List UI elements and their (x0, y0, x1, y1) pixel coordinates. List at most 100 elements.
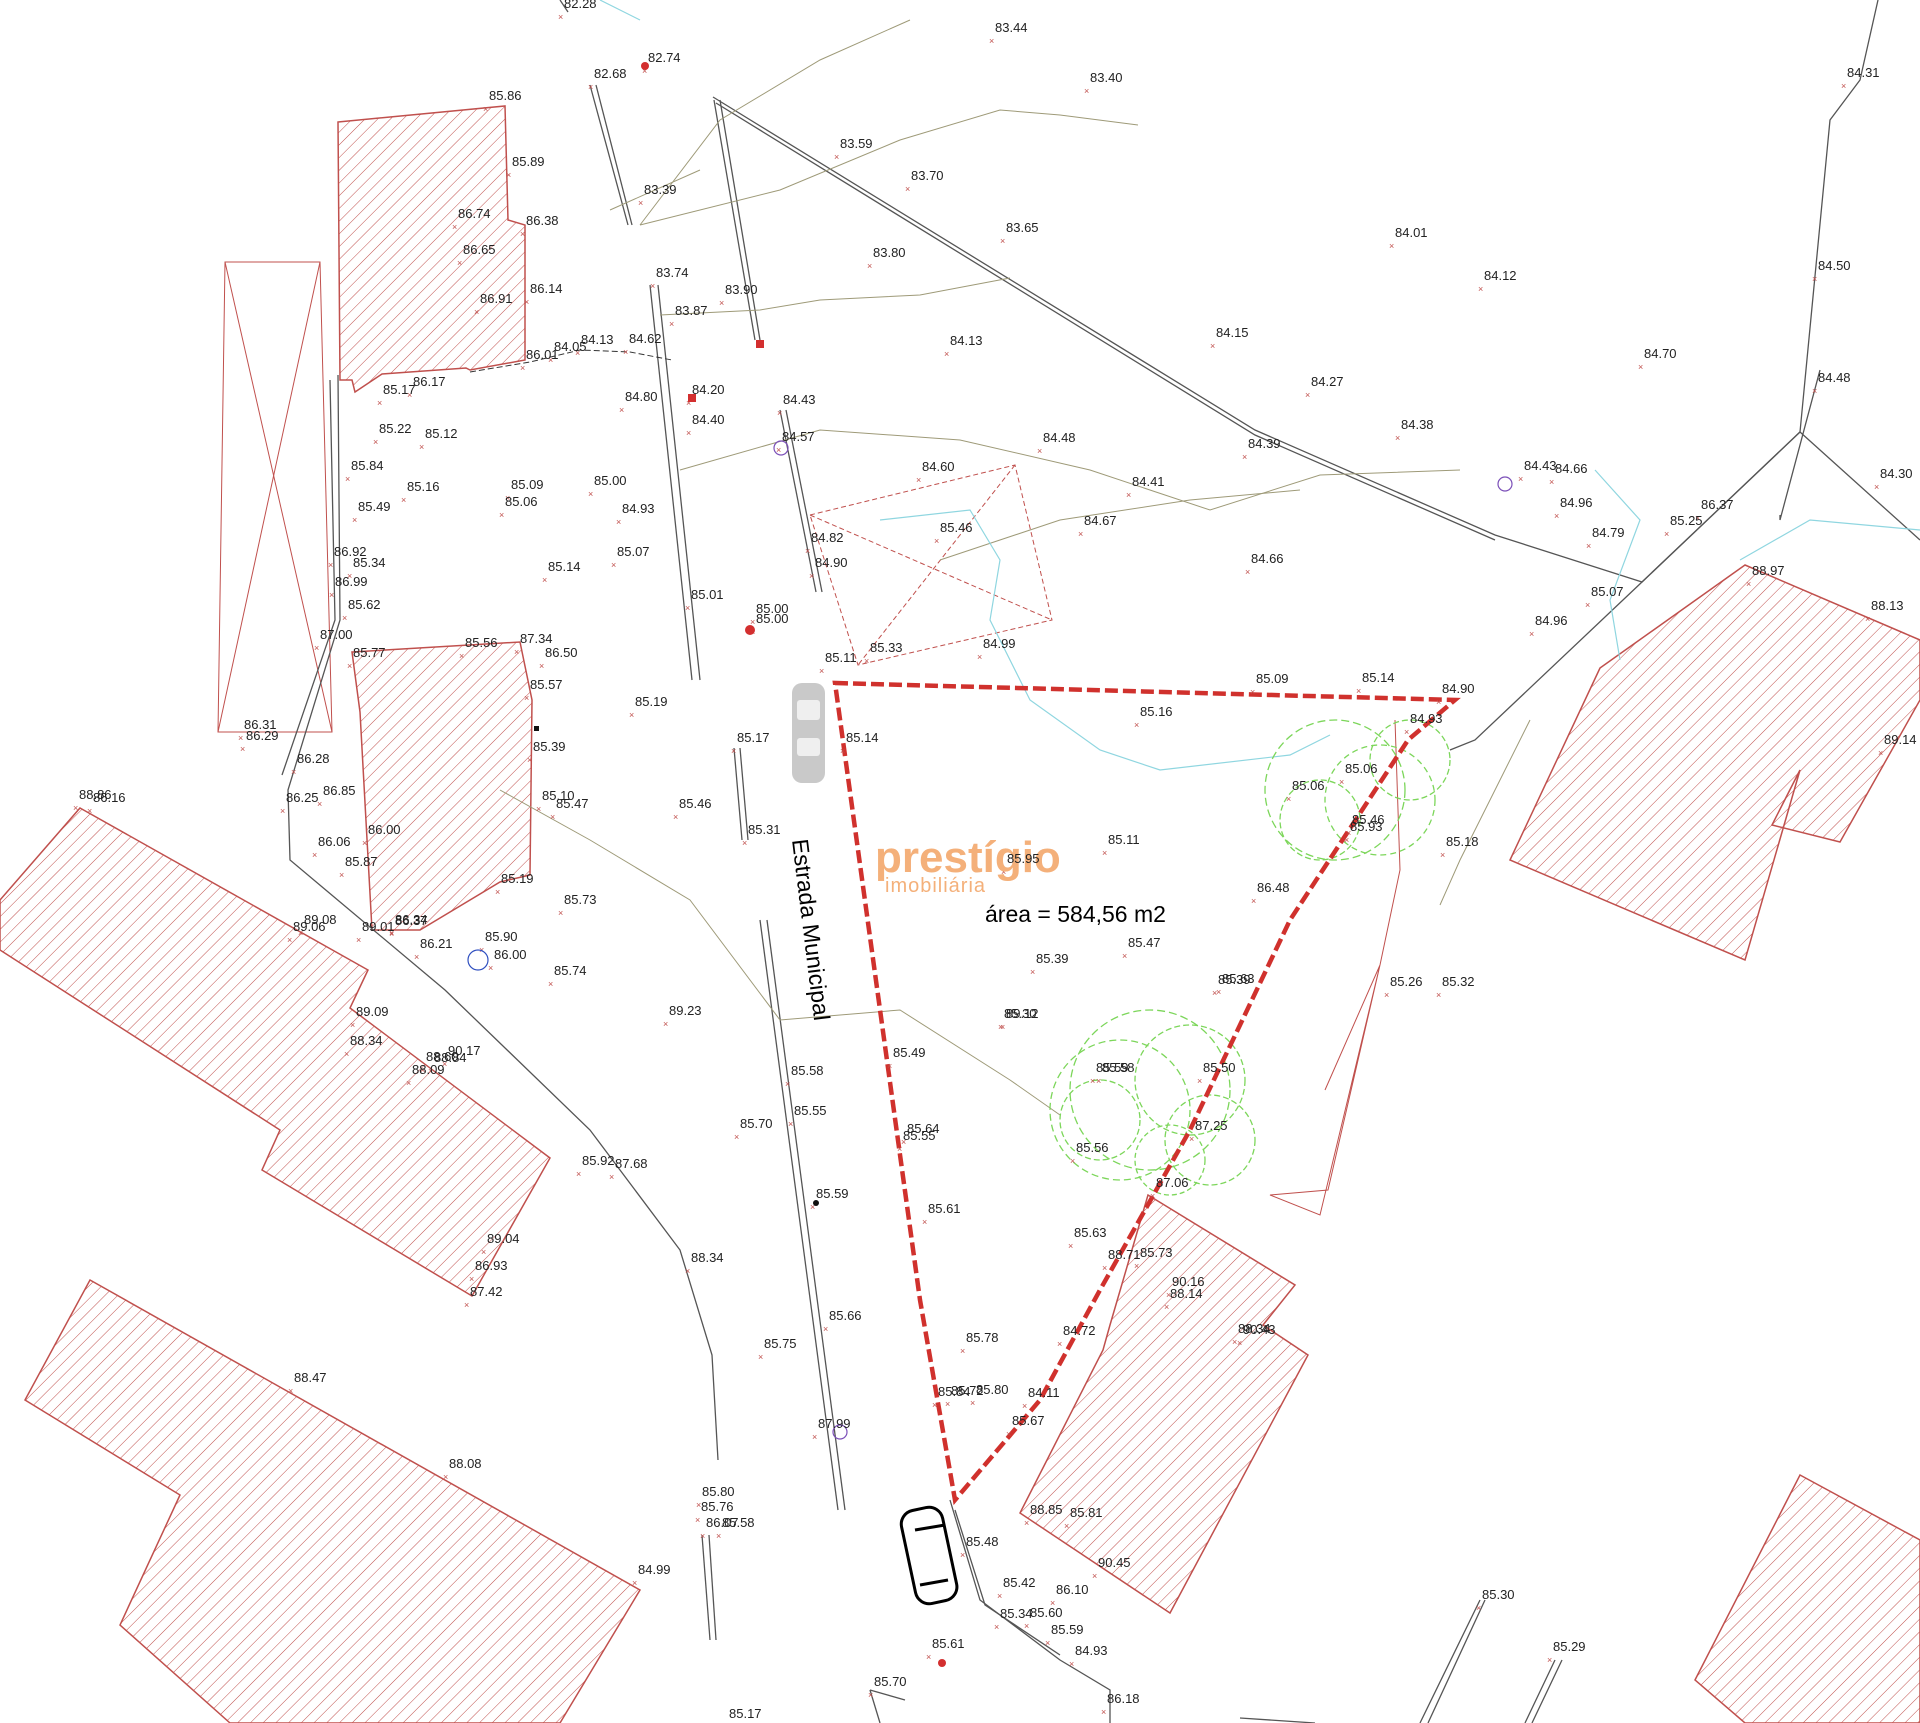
red-markers (534, 62, 946, 1667)
survey-point-mark: × (362, 838, 367, 848)
survey-point-mark: × (1746, 579, 1751, 589)
survey-point-mark: × (352, 515, 357, 525)
elevation-label: 85.09 (1256, 671, 1289, 686)
elevation-label: 84.15 (1216, 325, 1249, 340)
elevation-label: 85.81 (1070, 1505, 1103, 1520)
elevation-label: 85.33 (870, 640, 903, 655)
elevation-label: 84.48 (1818, 370, 1851, 385)
survey-point-mark: × (1237, 1338, 1242, 1348)
survey-point-mark: × (901, 1137, 906, 1147)
elevation-label: 85.56 (465, 635, 498, 650)
survey-point-mark: × (785, 1079, 790, 1089)
elevation-label: 85.30 (1482, 1587, 1515, 1602)
building (351, 641, 533, 931)
survey-point-mark: × (638, 198, 643, 208)
elevation-labels: 82.2883.4484.3182.6882.7483.4085.8685.89… (79, 0, 1917, 1721)
elevation-label: 85.59 (1096, 1060, 1129, 1075)
survey-point-mark: × (1150, 1191, 1155, 1201)
survey-point-mark: × (1126, 490, 1131, 500)
elevation-label: 85.39 (1036, 951, 1069, 966)
elevation-label: 85.18 (1446, 834, 1479, 849)
survey-point-mark: × (414, 952, 419, 962)
survey-point-mark: × (750, 617, 755, 627)
survey-point-mark: × (998, 1022, 1003, 1032)
survey-point-mark: × (288, 1386, 293, 1396)
survey-point-mark: × (506, 170, 511, 180)
survey-point-mark: × (1096, 1076, 1101, 1086)
elevation-label: 85.75 (764, 1336, 797, 1351)
elevation-label: 86.37 (395, 913, 428, 928)
elevation-label: 85.86 (489, 88, 522, 103)
elevation-label: 86.17 (413, 374, 446, 389)
elevation-label: 85.95 (1007, 851, 1040, 866)
elevation-label: 85.46 (679, 796, 712, 811)
survey-point-mark: × (1210, 341, 1215, 351)
elevation-label: 85.56 (1076, 1140, 1109, 1155)
elevation-label: 82.68 (594, 66, 627, 81)
survey-point-mark: × (459, 651, 464, 661)
elevation-label: 82.74 (648, 50, 681, 65)
survey-point-mark: × (1476, 1603, 1481, 1613)
elevation-label: 84.20 (692, 382, 725, 397)
elevation-label: 89.08 (304, 912, 337, 927)
survey-point-mark: × (1549, 477, 1554, 487)
survey-point-mark: × (1078, 529, 1083, 539)
survey-point-mark: × (339, 870, 344, 880)
elevation-label: 85.58 (722, 1515, 755, 1530)
elevation-label: 86.65 (463, 242, 496, 257)
elevation-label: 86.91 (480, 291, 513, 306)
survey-point-mark: × (1197, 1076, 1202, 1086)
elevation-label: 86.00 (494, 947, 527, 962)
elevation-label: 86.99 (335, 574, 368, 589)
elevation-label: 85.16 (407, 479, 440, 494)
survey-point-mark: × (548, 979, 553, 989)
elevation-label: 84.96 (1560, 495, 1593, 510)
survey-point-mark: × (317, 799, 322, 809)
survey-point-mark: × (864, 656, 869, 666)
elevation-label: 89.14 (1884, 732, 1917, 747)
elevation-label: 89.06 (293, 919, 326, 934)
survey-point-mark: × (345, 474, 350, 484)
survey-point-mark: × (1164, 1302, 1169, 1312)
survey-point-mark: × (731, 746, 736, 756)
elevation-label: 90.43 (1243, 1322, 1276, 1337)
survey-point-mark: × (514, 647, 519, 657)
elevation-label: 85.92 (582, 1153, 615, 1168)
elevation-label: 85.11 (825, 650, 857, 665)
elevation-label: 84.48 (1043, 430, 1076, 445)
elevation-label: 85.63 (1222, 971, 1255, 986)
elevation-label: 84.43 (783, 392, 816, 407)
elevation-label: 85.84 (938, 1384, 971, 1399)
elevation-label: 85.59 (1051, 1622, 1084, 1637)
elevation-label: 84.50 (1818, 258, 1851, 273)
elevation-label: 86.07 (706, 1515, 739, 1530)
elevation-label: 85.06 (505, 494, 538, 509)
survey-point-mark: × (1006, 1429, 1011, 1439)
survey-points: × × × × × × × × × × × × × × × × × × × × × × × × × × × × × × × × × × × × × × × ×… (73, 12, 1883, 1723)
survey-point-mark: × (443, 1472, 448, 1482)
elevation-label: 84.12 (1484, 268, 1517, 283)
elevation-label: 87.06 (1156, 1175, 1189, 1190)
survey-point-mark: × (1122, 951, 1127, 961)
survey-point-mark: × (407, 390, 412, 400)
survey-point-mark: × (1084, 86, 1089, 96)
survey-point-mark: × (1404, 727, 1409, 737)
building (1508, 564, 1920, 962)
survey-point-mark: × (834, 152, 839, 162)
survey-point-mark: × (819, 666, 824, 676)
elevation-label: 85.39 (533, 739, 566, 754)
survey-point-mark: × (328, 560, 333, 570)
survey-point-mark: × (347, 661, 352, 671)
elevation-label: 85.47 (1128, 935, 1161, 950)
elevation-label: 89.23 (669, 1003, 702, 1018)
survey-point-mark: × (469, 1274, 474, 1284)
survey-point-mark: × (1030, 967, 1035, 977)
survey-point-mark: × (1102, 848, 1107, 858)
survey-point-mark: × (479, 945, 484, 955)
area-label: área = 584,56 m2 (985, 901, 1166, 927)
trees (1049, 719, 1451, 1196)
survey-point-mark: × (1638, 362, 1643, 372)
elevation-label: 85.16 (1140, 704, 1173, 719)
elevation-label: 83.39 (644, 182, 677, 197)
